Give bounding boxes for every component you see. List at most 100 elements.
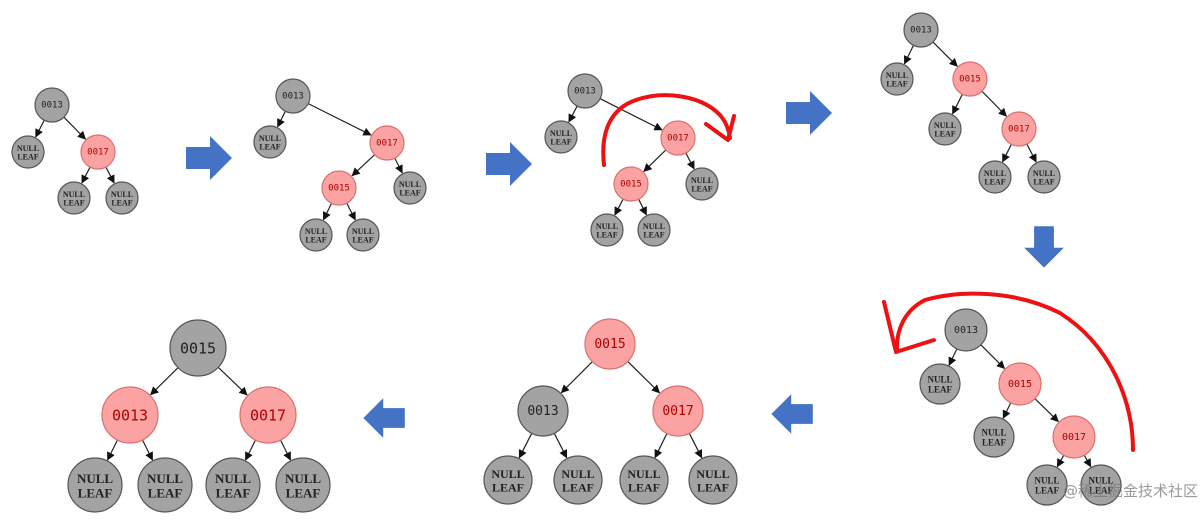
leaf-label: LEAF — [928, 385, 953, 395]
step-4-edge — [1026, 143, 1037, 163]
node-key-label: 0013 — [527, 404, 558, 419]
step-5-edge — [1002, 402, 1012, 419]
node-key-label: 0015 — [328, 184, 350, 194]
step-4-edge — [952, 93, 963, 115]
step-4-node-0017: 0017 — [1001, 111, 1037, 147]
leaf-label: NULL — [696, 467, 729, 481]
step-6-node-0015: 0015 — [584, 318, 636, 370]
step-6-edge — [627, 361, 661, 394]
step-3-edge — [614, 198, 624, 216]
step-7-edge — [106, 439, 119, 461]
leaf-label: NULL — [17, 144, 39, 153]
leaf-label: NULL — [934, 121, 956, 130]
leaf-label: LEAF — [286, 485, 321, 500]
step-2-edge — [307, 103, 372, 136]
leaf-label: LEAF — [259, 143, 280, 152]
step-1-edge — [35, 119, 45, 138]
step-4-edge — [981, 90, 1007, 117]
step-7-edge — [244, 439, 257, 461]
step-5-edge — [980, 344, 1006, 370]
leaf-label: LEAF — [17, 153, 38, 162]
leaf-label: LEAF — [550, 138, 571, 147]
leaf-label: LEAF — [628, 480, 660, 494]
step-3-node-0013: 0013 — [567, 73, 603, 109]
step-7-edge — [279, 439, 292, 461]
leaf-label: LEAF — [934, 130, 955, 139]
leaf-label: LEAF — [1033, 178, 1054, 187]
flow-arrow-right-icon — [486, 142, 532, 186]
step-4-edge — [1002, 143, 1012, 163]
step-2-edge — [394, 157, 403, 174]
node-key-label: 0015 — [959, 75, 981, 85]
step-5-node-0013: 0013 — [944, 308, 988, 352]
leaf-label: NULL — [691, 176, 713, 185]
step-5-node-0017: 0017 — [1052, 415, 1096, 459]
leaf-label: LEAF — [643, 231, 664, 240]
leaf-label: LEAF — [352, 236, 373, 245]
node-key-label: 0013 — [41, 101, 63, 111]
leaf-label: LEAF — [886, 80, 907, 89]
flow-arrow-left-icon — [771, 394, 813, 434]
leaf-label: NULL — [550, 129, 572, 138]
leaf-label: LEAF — [697, 480, 729, 494]
node-key-label: 0013 — [574, 87, 596, 97]
left-rotation-curve — [894, 291, 1135, 452]
step-6-edge — [518, 433, 533, 459]
leaf-label: LEAF — [1089, 486, 1114, 496]
step-4-edge — [903, 45, 915, 65]
node-key-label: 0013 — [282, 92, 304, 102]
step-7-edge — [141, 439, 154, 461]
node-key-label: 0017 — [250, 407, 286, 425]
leaf-label: LEAF — [596, 231, 617, 240]
step-3-node-0015: 0015 — [613, 166, 649, 202]
step-3-edge — [643, 149, 667, 172]
node-key-label: 0017 — [376, 139, 398, 149]
leaf-label: NULL — [984, 169, 1006, 178]
step-3-edge — [568, 105, 578, 123]
node-key-label: 0013 — [112, 407, 148, 425]
leaf-label: LEAF — [305, 236, 326, 245]
step-2-edge — [277, 110, 286, 128]
leaf-label: NULL — [1034, 476, 1059, 486]
step-3-edge — [638, 198, 647, 216]
step-7-node-0017: 0017 — [239, 386, 297, 444]
leaf-label: LEAF — [63, 199, 84, 208]
leaf-label: LEAF — [78, 485, 113, 500]
step-1-edge — [63, 116, 86, 140]
step-5-node-0015: 0015 — [998, 362, 1042, 406]
node-key-label: 0017 — [662, 404, 693, 419]
step-2-node-0013: 0013 — [275, 78, 311, 114]
leaf-label: LEAF — [148, 485, 183, 500]
step-1-edge — [105, 166, 115, 184]
leaf-label: NULL — [491, 467, 524, 481]
leaf-label: NULL — [596, 222, 618, 231]
leaf-label: NULL — [259, 134, 281, 143]
leaf-label: NULL — [111, 190, 133, 199]
step-7-edge — [217, 366, 248, 396]
step-3-edge — [685, 152, 695, 170]
leaf-label: NULL — [627, 467, 660, 481]
right-rotation-curve — [601, 93, 732, 167]
leaf-label: LEAF — [111, 199, 132, 208]
leaf-label: LEAF — [562, 480, 594, 494]
leaf-label: LEAF — [982, 438, 1007, 448]
step-3-node-0017: 0017 — [660, 120, 696, 156]
leaf-label: NULL — [561, 467, 594, 481]
leaf-label: NULL — [1088, 476, 1113, 486]
